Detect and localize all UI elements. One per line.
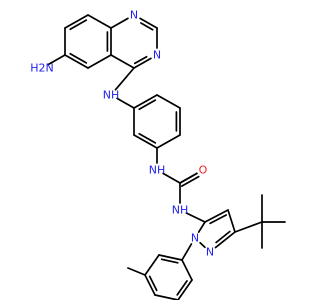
single-bond <box>116 97 135 109</box>
double-bond-primary <box>133 94 158 109</box>
double-bond-primary <box>177 279 193 300</box>
double-bond-inner <box>160 258 179 264</box>
atom-label-o-urea: O <box>199 164 208 177</box>
single-bond <box>156 134 181 149</box>
atom-label-nh-urea-right: NH <box>172 204 189 217</box>
single-bond <box>199 241 206 249</box>
double-bond-primary <box>133 57 152 69</box>
double-bond-inner <box>209 214 228 225</box>
single-bond <box>114 67 135 91</box>
double-bond-primary <box>144 274 156 296</box>
double-bond-primary <box>133 134 158 149</box>
double-bond-primary <box>158 254 183 261</box>
single-bond <box>156 94 181 109</box>
double-bond-inner <box>69 52 88 64</box>
single-bond <box>181 259 193 281</box>
single-bond <box>234 221 263 233</box>
double-bond-inner <box>138 132 157 144</box>
single-bond <box>227 209 236 233</box>
double-bond-primary <box>214 231 236 249</box>
atom-label-n3: N <box>153 49 161 62</box>
single-bond <box>181 243 193 261</box>
atom-label-nh-aniline: NH <box>103 89 120 102</box>
single-bond <box>197 221 206 233</box>
atom-label-n1: N <box>130 9 138 22</box>
double-bond-primary <box>64 54 89 69</box>
double-bond-parallel <box>180 175 200 187</box>
double-bond-base <box>179 172 198 184</box>
single-bond <box>154 294 179 300</box>
double-bond-inner <box>69 19 88 31</box>
double-bond-primary <box>139 17 158 29</box>
double-bond-primary <box>64 14 89 29</box>
single-bond <box>87 14 112 29</box>
double-bond-primary <box>204 209 229 223</box>
double-bond-inner <box>215 230 231 244</box>
double-bond-inner <box>138 99 157 111</box>
single-bond <box>127 267 146 276</box>
atom-label-n-pyrazole-2: N <box>191 232 199 245</box>
single-bond <box>144 254 160 276</box>
single-bond <box>185 212 206 223</box>
single-bond <box>162 172 181 184</box>
single-bond <box>110 54 135 69</box>
atom-label-n-pyrazole-1: N <box>206 246 214 259</box>
bond-lines <box>47 14 286 300</box>
double-bond-inner <box>133 55 148 65</box>
single-bond <box>110 17 129 29</box>
double-bond-inner <box>140 22 154 31</box>
double-bond-inner <box>148 275 158 292</box>
single-bond <box>87 54 112 69</box>
atom-label-nh2: H2N <box>30 62 54 75</box>
double-bond-inner <box>176 280 188 296</box>
single-bond <box>47 54 66 66</box>
atom-label-nh-urea-left: NH <box>149 164 166 177</box>
